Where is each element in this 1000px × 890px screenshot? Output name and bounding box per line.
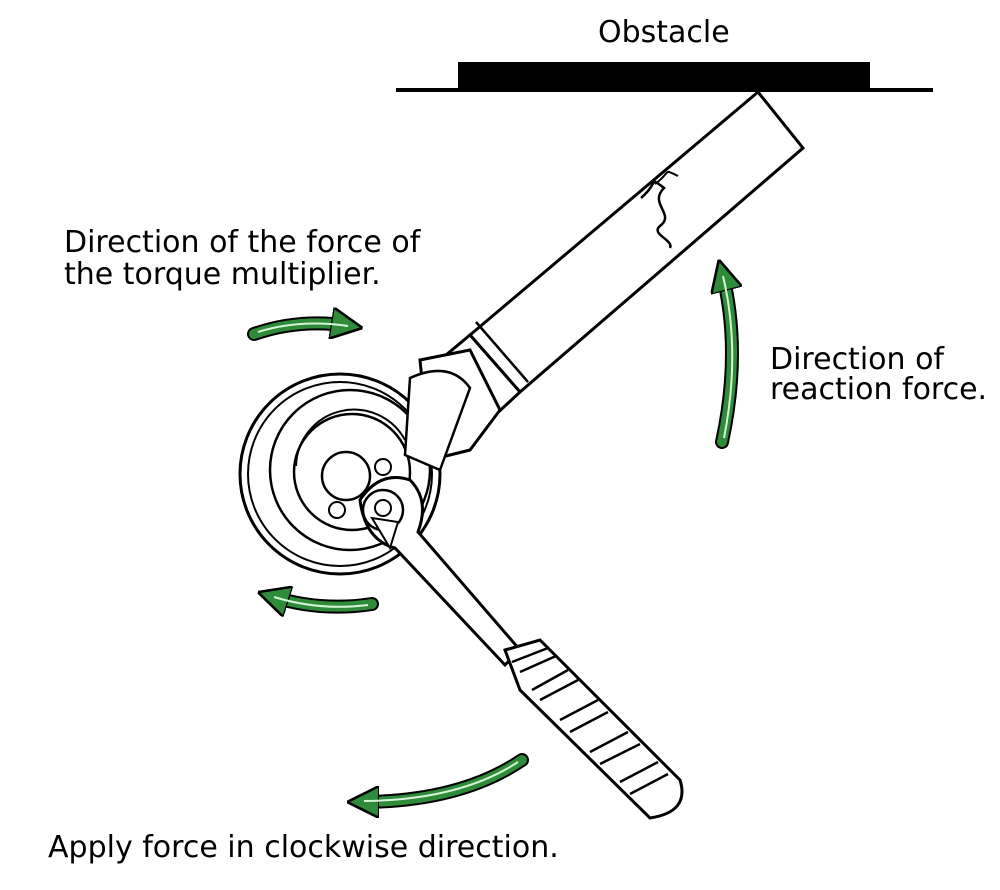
reaction-direction-label-line1: Direction of [770, 342, 944, 377]
reaction-direction-label: Direction of reaction force. [770, 345, 987, 405]
torque-direction-label: Direction of the force of the torque mul… [64, 228, 420, 290]
obstacle-block [458, 62, 870, 90]
apply-force-arrow [360, 753, 529, 802]
ratchet-handle [358, 476, 684, 820]
torque-direction-label-line2: the torque multiplier. [64, 257, 381, 292]
multiplier-head [238, 348, 502, 576]
obstacle-label: Obstacle [598, 15, 730, 50]
reaction-direction-label-line2: reaction force. [770, 372, 988, 407]
obstacle [396, 62, 933, 92]
reaction-arm [437, 89, 806, 421]
apply-force-label: Apply force in clockwise direction. [48, 830, 559, 865]
torque-direction-label-line1: Direction of the force of [64, 225, 421, 260]
torque-direction-arrow [247, 323, 350, 341]
reaction-direction-arrow [722, 272, 732, 449]
multiplier-return-arrow [270, 596, 379, 607]
